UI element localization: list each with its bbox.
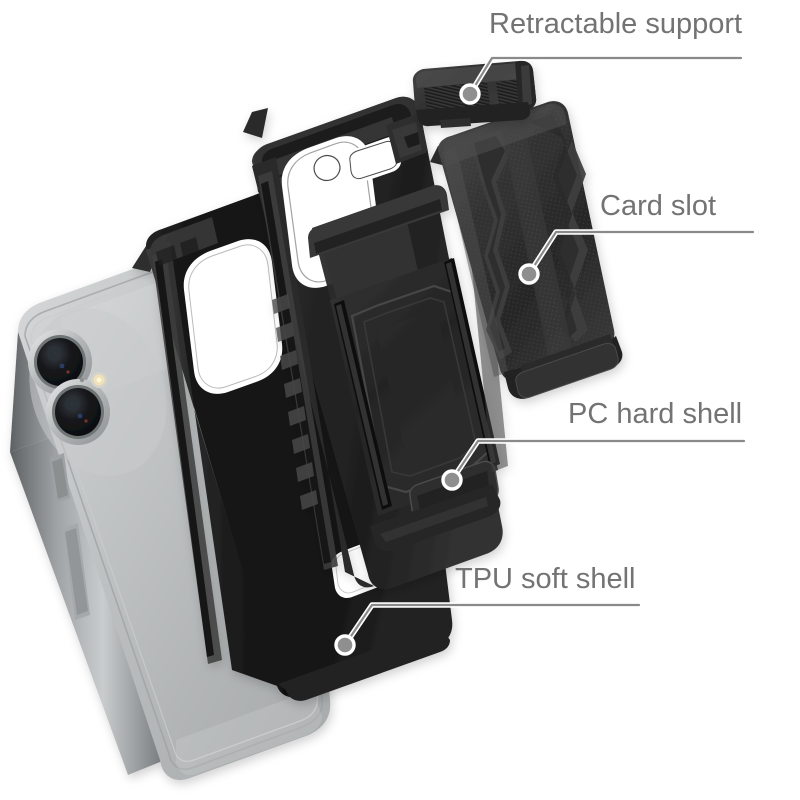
- phone-microphone: [79, 377, 85, 383]
- pc-shell-grip-notches: [272, 294, 318, 510]
- leader-retractable-support: [459, 55, 744, 105]
- leader-pc-hard-shell: [441, 438, 747, 491]
- pc-hard-shell-part: [243, 96, 508, 590]
- phone-camera-lens-bottom: [46, 379, 110, 445]
- card-slot-part: [430, 101, 623, 399]
- phone-camera-lens-top: [28, 329, 92, 395]
- callout-label-card-slot: Card slot: [600, 190, 717, 222]
- leader-tpu-soft-shell: [334, 602, 642, 656]
- retractable-support-part: [412, 60, 537, 128]
- phone-flash: [91, 372, 107, 388]
- callout-leader-lines: [334, 55, 756, 656]
- callout-label-pc-hard-shell: PC hard shell: [568, 398, 743, 430]
- leader-card-slot: [518, 229, 756, 285]
- callout-label-retractable-support: Retractable support: [489, 8, 743, 40]
- callout-label-tpu-soft-shell: TPU soft shell: [455, 563, 636, 595]
- card-slot-pull-tab: [515, 342, 619, 399]
